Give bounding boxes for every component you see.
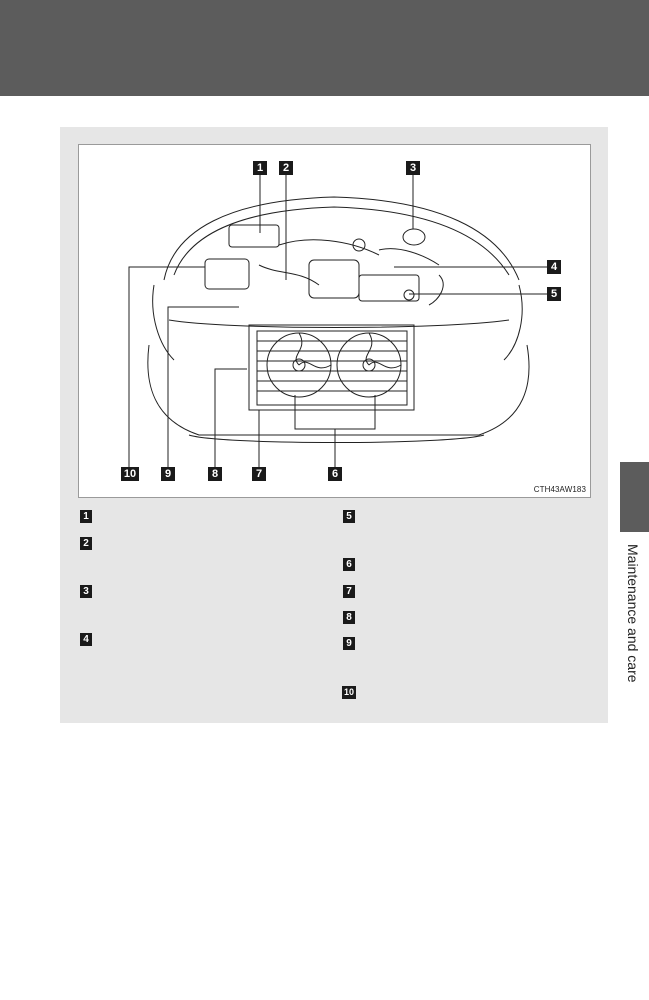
engine-illustration bbox=[128, 175, 549, 467]
callout-1: 1 bbox=[253, 161, 267, 175]
callout-9: 9 bbox=[161, 467, 175, 481]
legend-number-9: 9 bbox=[343, 637, 355, 650]
callout-2: 2 bbox=[279, 161, 293, 175]
chapter-tab-label: Maintenance and care bbox=[625, 544, 641, 683]
engine-compartment-figure: 1 2 3 4 5 10 9 8 7 6 CTH43AW183 bbox=[78, 144, 591, 498]
callout-10: 10 bbox=[121, 467, 139, 481]
chapter-tab bbox=[620, 462, 649, 532]
legend-number-8: 8 bbox=[343, 611, 355, 624]
legend-number-7: 7 bbox=[343, 585, 355, 598]
legend-number-5: 5 bbox=[343, 510, 355, 523]
legend-number-10: 10 bbox=[342, 686, 356, 699]
figure-code: CTH43AW183 bbox=[533, 485, 586, 494]
legend-number-2: 2 bbox=[80, 537, 92, 550]
callout-5: 5 bbox=[547, 287, 561, 301]
page-header-band bbox=[0, 0, 649, 96]
legend-number-6: 6 bbox=[343, 558, 355, 571]
callout-7: 7 bbox=[252, 467, 266, 481]
callout-8: 8 bbox=[208, 467, 222, 481]
legend-number-4: 4 bbox=[80, 633, 92, 646]
callout-4: 4 bbox=[547, 260, 561, 274]
callout-3: 3 bbox=[406, 161, 420, 175]
legend-number-3: 3 bbox=[80, 585, 92, 598]
callout-6: 6 bbox=[328, 467, 342, 481]
legend-number-1: 1 bbox=[80, 510, 92, 523]
